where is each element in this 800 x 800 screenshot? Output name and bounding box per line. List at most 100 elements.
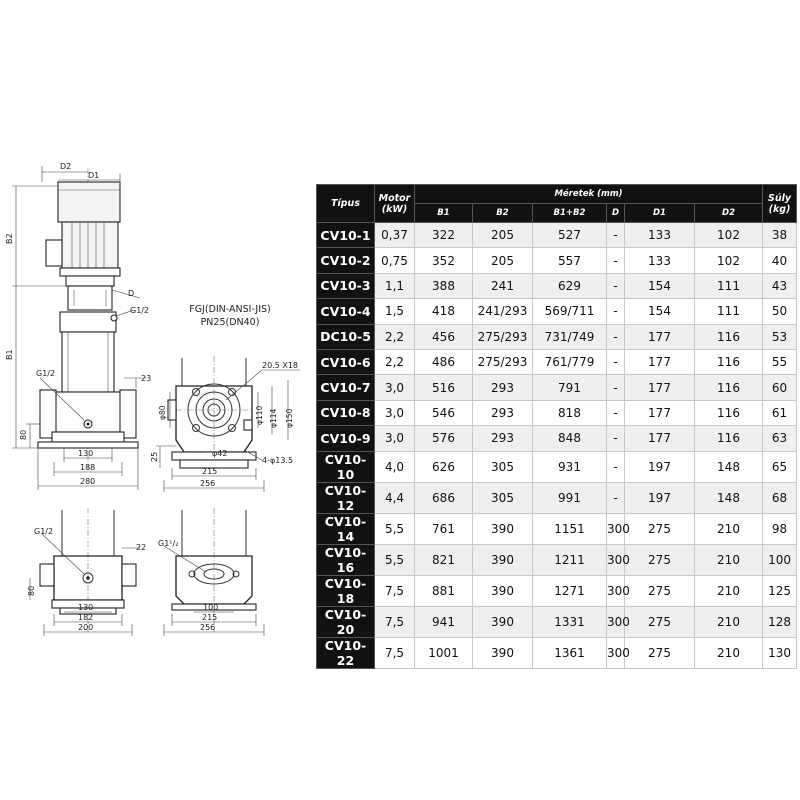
pump-spec-table: Típus Motor (kW) Méretek (mm) Súly (kg) …: [316, 184, 798, 669]
motor-cell: 2,2: [374, 348, 415, 376]
b1-cell: 456: [414, 323, 473, 350]
d1-cell: 154: [624, 272, 695, 300]
weight-cell: 60: [762, 374, 798, 401]
svg-text:G1¹/₂: G1¹/₂: [158, 539, 178, 548]
d1-cell: 177: [624, 425, 695, 452]
d1-cell: 133: [624, 221, 695, 249]
type-cell: CV10-14: [316, 512, 375, 545]
svg-text:B2: B2: [5, 233, 14, 244]
motor-cell: 0,75: [374, 247, 415, 274]
svg-text:215: 215: [202, 467, 217, 476]
weight-cell: 98: [762, 512, 798, 545]
svg-text:100: 100: [203, 603, 218, 612]
motor-cell: 1,1: [374, 272, 415, 300]
header-d: D: [606, 203, 625, 223]
svg-text:G1/2: G1/2: [34, 527, 53, 536]
b1-b2-cell: 629: [532, 272, 607, 300]
svg-text:256: 256: [200, 623, 215, 632]
d-cell: -: [606, 348, 625, 376]
d1-cell: 275: [624, 636, 695, 669]
coupling-lantern: [67, 285, 113, 311]
weight-cell: 38: [762, 221, 798, 249]
b2-cell: 241: [472, 272, 533, 300]
d1-cell: 275: [624, 512, 695, 545]
type-cell: CV10-10: [316, 450, 375, 483]
b1-b2-cell: 761/779: [532, 348, 607, 376]
d1-cell: 275: [624, 605, 695, 638]
motor-cell: 0,37: [374, 221, 415, 249]
motor-cell: 4,0: [374, 450, 415, 483]
header-dimensions: Méretek (mm): [413, 184, 764, 204]
d1-cell: 133: [624, 247, 695, 274]
svg-text:G1/2: G1/2: [130, 306, 149, 315]
d-cell: 300: [606, 543, 630, 576]
d-cell: -: [606, 399, 625, 427]
d2-cell: 111: [693, 272, 764, 300]
svg-text:φ150: φ150: [285, 409, 294, 428]
header-d1: D1: [624, 203, 695, 223]
d2-cell: 116: [693, 323, 764, 350]
weight-cell: 63: [762, 425, 798, 452]
b1-cell: 881: [414, 574, 473, 607]
b1-b2-cell: 1271: [532, 574, 607, 607]
d2-cell: 210: [693, 574, 764, 607]
b1-b2-cell: 818: [532, 399, 607, 427]
flange-side-dimensions: 20.5 X18 φ80 φ110 φ114 φ150 φ42 4-φ13.5 …: [150, 361, 300, 492]
d2-cell: 116: [693, 399, 764, 427]
b2-cell: 275/293: [472, 323, 533, 350]
weight-cell: 130: [762, 636, 798, 669]
d-cell: -: [606, 374, 625, 401]
svg-text:130: 130: [78, 449, 93, 458]
flange-side-view: [167, 356, 257, 470]
motor-cell: 1,5: [374, 298, 415, 325]
b1-b2-cell: 1331: [532, 605, 607, 638]
d2-cell: 210: [693, 543, 764, 576]
d2-cell: 210: [693, 636, 764, 669]
d2-cell: 210: [693, 605, 764, 638]
weight-cell: 61: [762, 399, 798, 427]
b1-cell: 418: [414, 298, 473, 325]
svg-text:B1: B1: [5, 349, 14, 360]
weight-cell: 53: [762, 323, 798, 350]
svg-text:φ42: φ42: [212, 449, 227, 458]
header-d2: D2: [693, 203, 764, 223]
header-motor: Motor (kW): [374, 184, 415, 223]
svg-text:D: D: [128, 289, 134, 298]
motor-cell: 5,5: [374, 512, 415, 545]
inlet-flange: [39, 389, 57, 439]
weight-cell: 40: [762, 247, 798, 274]
b1-cell: 761: [414, 512, 473, 545]
weight-cell: 68: [762, 481, 798, 514]
b1-b2-cell: 791: [532, 374, 607, 401]
svg-text:4-φ13.5: 4-φ13.5: [262, 456, 293, 465]
motor-cell: 7,5: [374, 636, 415, 669]
b1-b2-cell: 569/711: [532, 298, 607, 325]
b1-cell: 941: [414, 605, 473, 638]
b2-cell: 390: [472, 636, 533, 669]
type-cell: CV10-3: [316, 272, 375, 300]
d-cell: -: [606, 323, 625, 350]
b2-cell: 390: [472, 543, 533, 576]
bottom-side-view: [171, 508, 257, 632]
svg-text:φ110: φ110: [255, 406, 264, 425]
svg-text:80: 80: [19, 430, 28, 440]
motor-cell: 5,5: [374, 543, 415, 576]
d-cell: 300: [606, 605, 630, 638]
b1-b2-cell: 1211: [532, 543, 607, 576]
svg-text:20.5 X18: 20.5 X18: [262, 361, 298, 370]
weight-cell: 43: [762, 272, 798, 300]
header-b2: B2: [472, 203, 533, 223]
bottom-front-view: [39, 508, 137, 632]
b1-cell: 821: [414, 543, 473, 576]
svg-text:φ114: φ114: [269, 409, 278, 428]
d-cell: -: [606, 272, 625, 300]
front-elevation-view: [37, 168, 139, 470]
